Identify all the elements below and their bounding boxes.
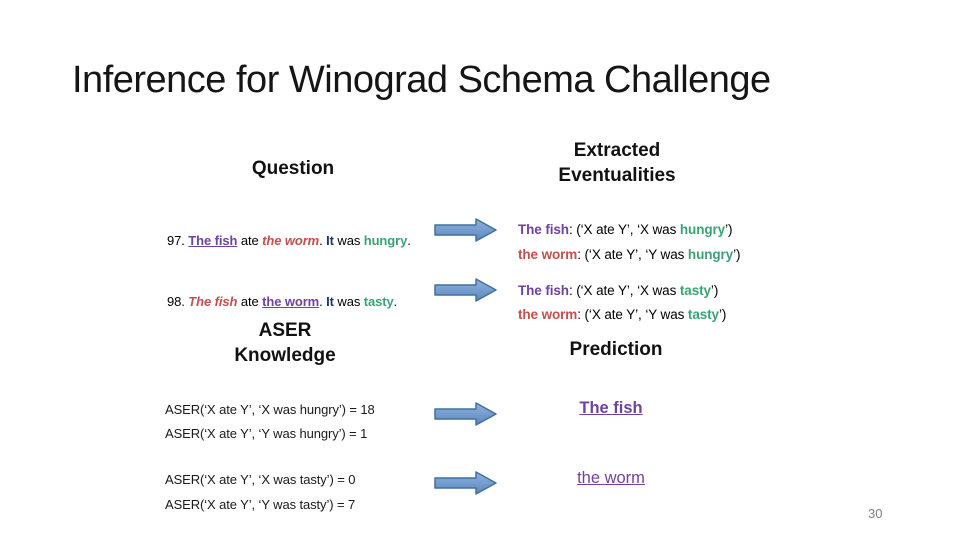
ev97-end-1: ’) [725,221,733,237]
aser-statement-3: ASER(‘X ate Y’, ‘X was tasty’) = 0 [165,472,356,487]
q98-number: 98. [167,294,189,309]
block-arrow-icon [434,278,497,302]
q97-period-2: . [407,233,411,248]
prediction-98-the-worm: the worm [577,469,645,487]
aser-statement-2: ASER(‘X ate Y’, ‘Y was hungry’) = 1 [165,426,368,441]
ev97-subject-fish: The fish [518,221,569,237]
q98-candidate-the-worm: the worm [262,294,320,309]
block-arrow-icon [434,471,497,495]
prediction-heading: Prediction [569,339,663,360]
slide-title: Inference for Winograd Schema Challenge [72,59,771,101]
aser-statement-4: ASER(‘X ate Y’, ‘Y was tasty’) = 7 [165,497,356,512]
ev98-end-2: ’) [718,306,727,322]
ev97-subject-worm: the worm [518,246,578,262]
aser-statement-1: ASER(‘X ate Y’, ‘X was hungry’) = 18 [165,402,375,417]
ev98-template-2: : (‘X ate Y’, ‘Y was [577,306,688,322]
eventuality-98-worm: the worm: (‘X ate Y’, ‘Y was tasty’) [518,307,726,323]
prediction-97-the-fish: The fish [579,399,643,417]
ev97-template-1: : (‘X ate Y’, ‘X was [568,221,680,237]
q98-period-1: . [319,294,327,309]
q97-alternative-the-worm: the worm [262,233,320,248]
ev97-template-2: : (‘X ate Y’, ‘Y was [577,246,688,262]
q98-verb: ate [237,294,263,309]
question-heading: Question [251,158,335,179]
ev97-end-2: ’) [733,246,741,262]
q98-alternative-the-fish: The fish [188,294,238,309]
q97-verb: ate [237,233,263,248]
ev97-state-2: hungry [687,246,734,262]
aser-heading-line1: ASER [258,320,312,341]
ev98-template-1: : (‘X ate Y’, ‘X was [568,282,680,298]
ev98-state-2: tasty [687,306,719,322]
q97-period-1: . [319,233,327,248]
ev97-state-1: hungry [679,221,726,237]
ev98-subject-fish: The fish [518,282,569,298]
eventuality-97-worm: the worm: (‘X ate Y’, ‘Y was hungry’) [518,247,740,263]
block-arrow-icon [434,218,497,242]
extracted-eventualities-heading: Extracted Eventualities [517,138,717,188]
aser-heading-line2: Knowledge [234,345,336,366]
q97-pronoun-it: It [326,233,334,248]
page-number: 30 [868,506,883,521]
eventuality-97-fish: The fish: (‘X ate Y’, ‘X was hungry’) [518,222,732,238]
aser-knowledge-heading: ASER Knowledge [185,318,385,368]
q98-state-tasty: tasty [363,294,394,309]
q98-was: was [333,294,364,309]
eventuality-98-fish: The fish: (‘X ate Y’, ‘X was tasty’) [518,283,718,299]
question-98: 98. The fish ate the worm. It was tasty. [167,294,397,310]
ev98-end-1: ’) [710,282,719,298]
block-arrow-icon [434,402,497,426]
extracted-heading-line1: Extracted [573,140,661,161]
extracted-heading-line2: Eventualities [558,165,676,186]
q97-candidate-the-fish: The fish [188,233,238,248]
ev98-subject-worm: the worm [518,306,578,322]
q97-state-hungry: hungry [363,233,408,248]
question-97: 97. The fish ate the worm. It was hungry… [167,233,411,249]
q98-period-2: . [393,294,398,309]
q98-pronoun-it: It [326,294,334,309]
q97-number: 97. [167,233,189,248]
q97-was: was [333,233,364,248]
ev98-state-1: tasty [679,282,711,298]
